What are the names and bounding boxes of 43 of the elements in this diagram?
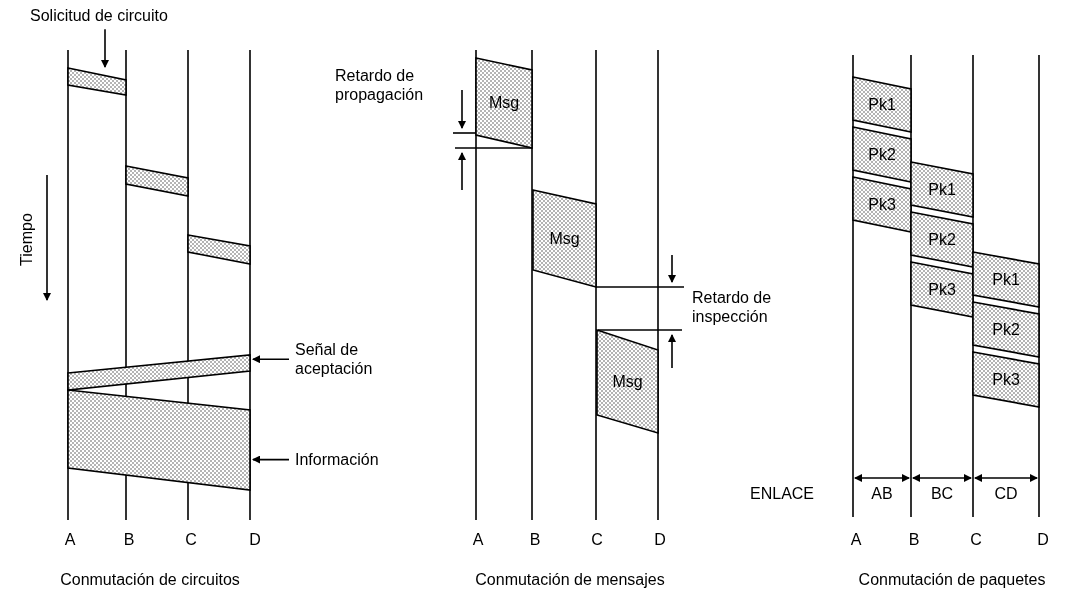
arrow — [252, 355, 290, 364]
message-band: Msg — [533, 190, 596, 287]
packet-band: Pk1 — [911, 162, 973, 217]
packet-band: Pk2 — [853, 127, 911, 182]
station-label: C — [591, 530, 603, 550]
station-label: D — [249, 530, 261, 550]
link-label: CD — [994, 484, 1018, 504]
callout-text: Señal de aceptación — [295, 340, 395, 379]
caption-text: Conmutación de paquetes — [858, 570, 1046, 590]
callout-text: Solicitud de circuito — [30, 6, 180, 26]
station-label: C — [185, 530, 197, 550]
station-label: B — [123, 530, 135, 550]
station-label: A — [64, 530, 76, 550]
annotation-text: Retardo de inspección — [692, 288, 773, 327]
annotation-text: Retardo de propagación — [335, 66, 425, 105]
arrow — [101, 28, 109, 68]
station-label: D — [654, 530, 666, 550]
link-label: BC — [930, 484, 954, 504]
axis-label: Tiempo — [16, 213, 36, 267]
station-label: D — [1037, 530, 1049, 550]
packet-band: Pk3 — [853, 177, 911, 232]
signal-band — [126, 166, 188, 196]
packet-band: Pk3 — [911, 262, 973, 317]
station-label: C — [970, 530, 982, 550]
callout-text: Información — [295, 450, 415, 470]
packet-band: Pk2 — [973, 302, 1039, 357]
station-label: B — [908, 530, 920, 550]
signal-band — [68, 68, 126, 95]
station-label: B — [529, 530, 541, 550]
packet-band: Pk3 — [973, 352, 1039, 407]
packet-band: Pk2 — [911, 212, 973, 267]
station-label: A — [472, 530, 484, 550]
message-band: Msg — [476, 58, 532, 148]
signal-band — [188, 235, 250, 264]
arrow — [252, 455, 290, 464]
row-label: ENLACE — [750, 484, 815, 504]
caption-text: Conmutación de mensajes — [475, 570, 665, 590]
link-label: AB — [871, 484, 893, 504]
message-band: Msg — [597, 330, 658, 433]
packet-band: Pk1 — [973, 252, 1039, 307]
station-label: A — [850, 530, 862, 550]
packet-band: Pk1 — [853, 77, 911, 132]
caption-text: Conmutación de circuitos — [60, 570, 240, 590]
